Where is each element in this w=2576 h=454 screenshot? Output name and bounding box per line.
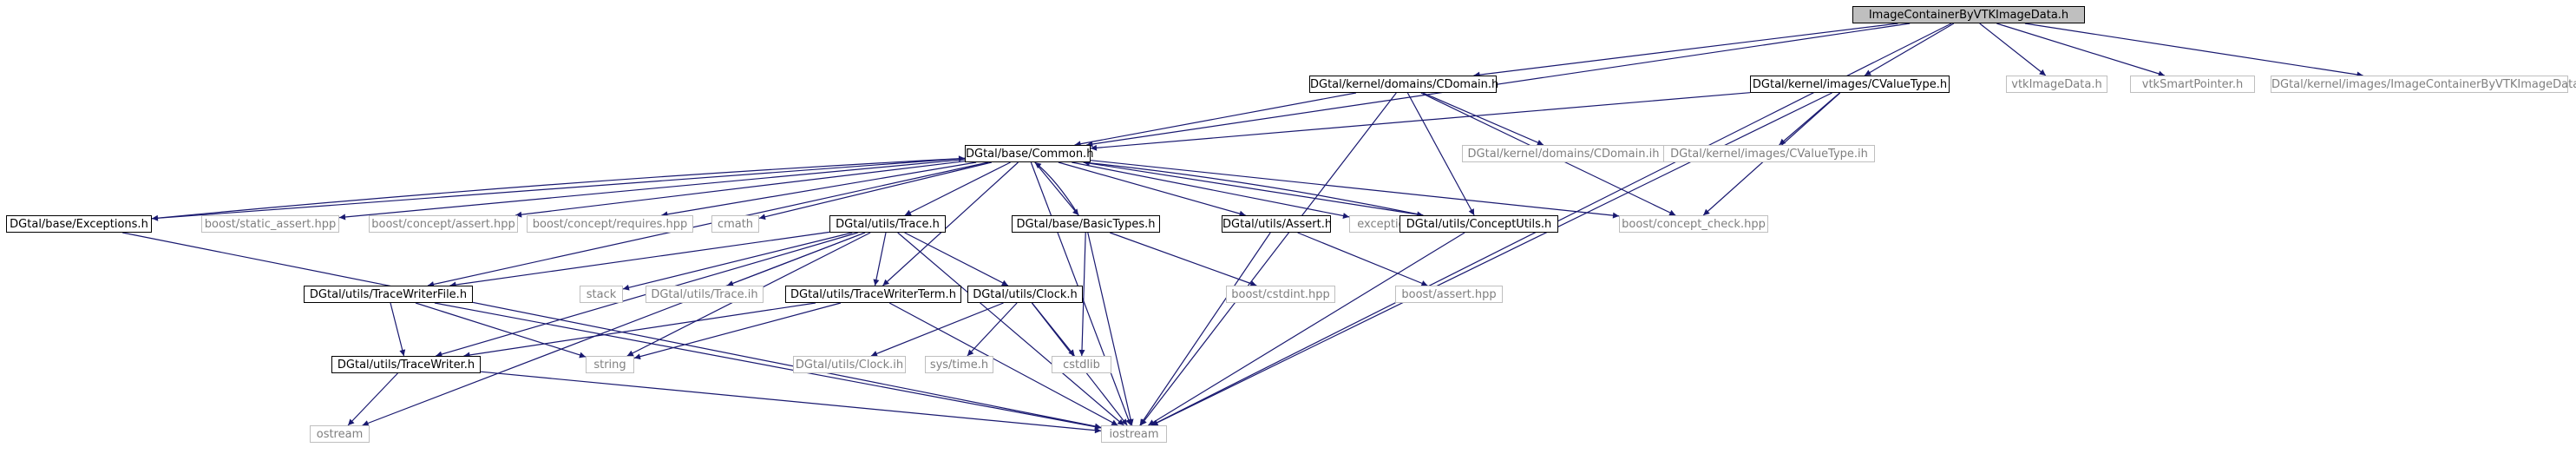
edge-common-to-cmath [758, 161, 993, 220]
node-root[interactable]: ImageContainerByVTKImageData.h [1852, 6, 2085, 23]
edge-root-to-vtkimagedata [1979, 23, 2047, 76]
edge-exceptions-to-common [151, 155, 966, 220]
node-vtkimagedata[interactable]: vtkImageData.h [2006, 76, 2107, 93]
edge-root-to-imgcontainer-ih [2024, 23, 2363, 78]
node-basictypes[interactable]: DGtal/base/BasicTypes.h [1012, 215, 1160, 233]
edge-common-to-exceptions [151, 157, 966, 221]
edge-clock-to-systime [967, 302, 1018, 357]
node-tracewriterfile[interactable]: DGtal/utils/TraceWriterFile.h [304, 286, 473, 303]
node-tracewriter[interactable]: DGtal/utils/TraceWriter.h [331, 356, 481, 373]
edge-common-to-concept-check [1090, 160, 1620, 219]
node-string[interactable]: string [586, 356, 634, 373]
node-tracewriterterm[interactable]: DGtal/utils/TraceWriterTerm.h [785, 286, 961, 303]
edge-cvaluetype-to-common [1090, 92, 1751, 151]
node-cdomain-ih[interactable]: DGtal/kernel/domains/CDomain.ih [1462, 145, 1665, 162]
edge-root-to-vtksmartpointer [1996, 23, 2165, 77]
node-concept-check[interactable]: boost/concept_check.hpp [1619, 215, 1768, 233]
edge-tracewriterfile-to-iostream [434, 302, 1102, 431]
node-vtksmartpointer[interactable]: vtkSmartPointer.h [2130, 76, 2255, 93]
edge-conceptutils-to-iostream [1148, 232, 1465, 426]
edge-basictypes-to-common [1034, 161, 1079, 216]
node-concept-requires[interactable]: boost/concept/requires.hpp [527, 215, 693, 233]
node-cstdint[interactable]: boost/cstdint.hpp [1226, 286, 1335, 303]
edge-cdomain-to-iostream [1140, 92, 1397, 426]
node-systime[interactable]: sys/time.h [925, 356, 993, 373]
edge-tracewriterfile-to-tracewriter [390, 302, 406, 357]
edge-tracewriterterm-to-string [633, 302, 842, 360]
node-imgcontainer-ih[interactable]: DGtal/kernel/images/ImageContainerByVTKI… [2271, 76, 2576, 93]
edge-basictypes-to-iostream [1087, 232, 1134, 426]
edge-cvaluetype-to-iostream [1151, 92, 1832, 426]
edge-common-to-static-assert [338, 159, 966, 220]
node-concept-assert[interactable]: boost/concept/assert.hpp [369, 215, 518, 233]
node-cvaluetype-ih[interactable]: DGtal/kernel/images/CValueType.ih [1663, 145, 1875, 162]
node-clock-ih[interactable]: DGtal/utils/Clock.ih [793, 356, 906, 373]
node-static-assert[interactable]: boost/static_assert.hpp [201, 215, 339, 233]
edge-root-to-common [1086, 23, 1911, 148]
edge-root-to-cdomain [1473, 23, 1898, 78]
node-cvaluetype[interactable]: DGtal/kernel/images/CValueType.h [1750, 76, 1950, 93]
edge-tracewriterterm-to-iostream [888, 302, 1118, 426]
node-exceptions[interactable]: DGtal/base/Exceptions.h [6, 215, 152, 233]
node-trace-ih[interactable]: DGtal/utils/Trace.ih [646, 286, 764, 303]
node-cdomain[interactable]: DGtal/kernel/domains/CDomain.h [1309, 76, 1498, 93]
edge-conceptutils-to-common [1083, 160, 1424, 216]
node-conceptutils[interactable]: DGtal/utils/ConceptUtils.h [1399, 215, 1558, 233]
node-ostream[interactable]: ostream [310, 425, 370, 443]
node-stack[interactable]: stack [580, 286, 623, 303]
edge-common-to-exception [1072, 161, 1350, 219]
node-trace[interactable]: DGtal/utils/Trace.h [829, 215, 946, 233]
edge-common-to-tracewriterterm [882, 161, 1019, 286]
node-iostream[interactable]: iostream [1101, 425, 1167, 443]
edge-assert-to-boost-assert [1297, 232, 1428, 286]
edge-trace-to-tracewriterterm [873, 232, 887, 286]
edge-common-to-concept-assert [515, 161, 966, 218]
edge-cdomain-to-conceptutils [1406, 92, 1475, 216]
node-boost-assert[interactable]: boost/assert.hpp [1395, 286, 1503, 303]
edge-clock-to-clock-ih [870, 302, 1004, 357]
edge-basictypes-to-cstdlib [1078, 232, 1086, 357]
node-cstdlib[interactable]: cstdlib [1052, 356, 1111, 373]
edge-tracewriter-to-ostream [347, 372, 398, 426]
edge-basictypes-to-cstdint [1109, 232, 1257, 286]
edge-cdomain-to-cdomain-ih [1422, 92, 1544, 146]
node-cmath[interactable]: cmath [711, 215, 759, 233]
edge-trace-to-clock [904, 232, 1009, 286]
node-assert[interactable]: DGtal/utils/Assert.h [1222, 215, 1332, 233]
edge-tracewriter-to-iostream [480, 371, 1102, 434]
edge-tracewriterfile-to-string [415, 302, 587, 359]
node-clock[interactable]: DGtal/utils/Clock.h [967, 286, 1083, 303]
edge-assert-to-iostream [1139, 232, 1271, 426]
edge-cdomain-to-common [1074, 92, 1357, 148]
edge-layer [122, 23, 2363, 434]
edge-common-to-tracewriterfile [427, 161, 989, 287]
edge-common-to-conceptutils [1083, 161, 1424, 218]
edge-trace-to-ostream [362, 232, 866, 426]
edge-tracewriterterm-to-tracewriter [463, 302, 816, 359]
edge-common-to-concept-requires [661, 161, 977, 218]
edge-trace-to-iostream [897, 232, 1124, 426]
edge-trace-to-stack [622, 232, 853, 291]
edge-root-to-cvaluetype [1864, 23, 1955, 76]
edge-common-to-trace [904, 161, 1011, 216]
edge-trace-to-tracewriterfile [449, 231, 830, 288]
edge-common-to-assert [1058, 161, 1246, 217]
node-common[interactable]: DGtal/base/Common.h [965, 145, 1093, 162]
